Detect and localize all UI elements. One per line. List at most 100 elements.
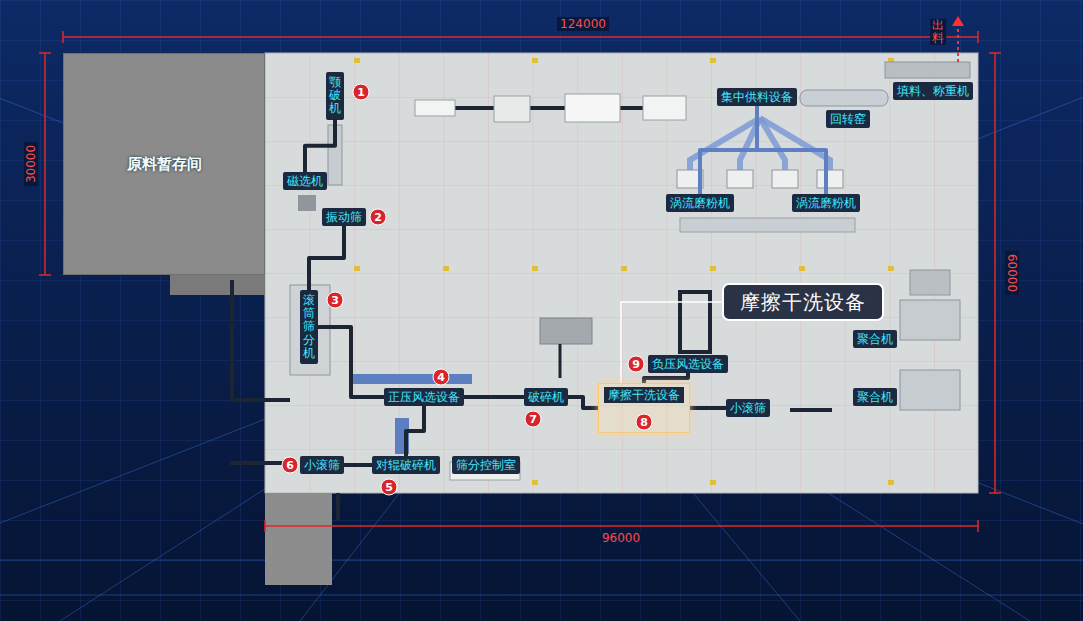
label-text: 聚合机 xyxy=(857,390,893,404)
equipment-label: 涡流磨粉机 xyxy=(792,194,860,212)
equipment-label: 破碎机 xyxy=(524,388,568,406)
column-marker xyxy=(532,58,538,63)
label-text: 涡流磨粉机 xyxy=(796,196,856,210)
label-text: 小滚筛 xyxy=(730,401,766,415)
plant-floor xyxy=(336,493,340,520)
callout-number: 5 xyxy=(381,479,398,496)
callout-number: 3 xyxy=(327,292,344,309)
equipment-model xyxy=(298,195,316,211)
label-text: 颚破机 xyxy=(329,76,341,116)
label-text: 摩擦干洗设备 xyxy=(604,387,684,403)
blueprint-ground xyxy=(0,560,1083,561)
label-text: 对辊破碎机 xyxy=(376,458,436,472)
equipment-label: 填料、称重机 xyxy=(893,82,973,100)
equipment-label: 磁选机 xyxy=(283,172,327,190)
conveyor-line xyxy=(305,120,335,172)
equipment-label: 振动筛 xyxy=(322,208,366,226)
column-marker xyxy=(710,58,716,63)
column-marker xyxy=(354,266,360,271)
equipment-model xyxy=(690,118,830,172)
blueprint-ground xyxy=(0,595,1083,596)
equipment-model xyxy=(800,90,888,106)
callout-number: 7 xyxy=(525,411,542,428)
output-arrow xyxy=(952,16,964,26)
equipment-model xyxy=(680,218,855,232)
equipment-label: 负压风选设备 xyxy=(648,355,728,373)
column-marker xyxy=(888,266,894,271)
label-text: 筛分控制室 xyxy=(456,458,516,472)
equipment-model xyxy=(540,318,592,344)
label-text: 回转窑 xyxy=(830,112,866,126)
output-arrow xyxy=(957,24,959,62)
equipment-label: 聚合机 xyxy=(853,330,897,348)
callout-number: 9 xyxy=(628,356,645,373)
callout-number: 8 xyxy=(636,414,653,431)
equipment-label: 涡流磨粉机 xyxy=(666,194,734,212)
equipment-label: 回转窑 xyxy=(826,110,870,128)
equipment-model xyxy=(352,374,472,384)
equipment-model xyxy=(643,96,686,120)
dimension-line xyxy=(63,31,978,43)
column-marker xyxy=(532,480,538,485)
feed-duct xyxy=(700,106,757,194)
label-text: 涡流磨粉机 xyxy=(670,196,730,210)
dimension-label: 30000 xyxy=(24,142,38,186)
equipment-model xyxy=(415,100,455,116)
equipment-model xyxy=(727,170,753,188)
label-text: 小滚筛 xyxy=(304,458,340,472)
dimension-line xyxy=(39,31,1001,532)
label-text: 集中供料设备 xyxy=(721,90,793,104)
plant-floor xyxy=(170,53,978,585)
column-marker xyxy=(621,266,627,271)
dimension-label: 96000 xyxy=(599,531,643,545)
equipment-label: 聚合机 xyxy=(853,388,897,406)
dimension-label: 124000 xyxy=(557,17,609,31)
callout-number: 6 xyxy=(282,457,299,474)
conveyor-line xyxy=(406,406,424,456)
equipment-model xyxy=(772,170,798,188)
equipment-label: 筛分控制室 xyxy=(452,456,520,474)
equipment-label: 颚破机 xyxy=(326,72,344,120)
label-text: 负压风选设备 xyxy=(652,357,724,371)
label-text: 填料、称重机 xyxy=(897,84,969,98)
equipment-model xyxy=(760,118,830,172)
conveyor-line xyxy=(309,226,344,290)
equipment-model xyxy=(494,96,530,122)
callout-number: 4 xyxy=(433,369,450,386)
label-text: 破碎机 xyxy=(528,390,564,404)
column-marker xyxy=(710,480,716,485)
equipment-label: 集中供料设备 xyxy=(717,88,797,106)
column-marker xyxy=(354,58,894,485)
plant-floor xyxy=(232,280,290,400)
plant-floor xyxy=(230,461,283,465)
plant-floor xyxy=(265,53,978,493)
dimension-label: 60000 xyxy=(1005,251,1019,295)
equipment-model xyxy=(900,370,960,410)
column-marker xyxy=(799,266,805,271)
equipment-model xyxy=(559,344,562,378)
plant-floor xyxy=(170,275,265,295)
column-marker xyxy=(710,266,716,271)
column-marker xyxy=(354,58,360,63)
callout-number: 2 xyxy=(370,209,387,226)
equipment-model xyxy=(290,62,970,480)
equipment-model xyxy=(885,62,970,78)
storage-room: 原料暂存间 xyxy=(63,53,265,275)
feed-duct xyxy=(757,106,826,194)
label-text: 聚合机 xyxy=(857,332,893,346)
equipment-model xyxy=(900,300,960,340)
conveyor-line xyxy=(690,406,726,410)
plant-floor xyxy=(265,493,332,585)
conveyor-line xyxy=(644,373,688,383)
plant-floor xyxy=(265,53,978,493)
column-marker xyxy=(888,480,894,485)
conveyor-line xyxy=(344,463,372,467)
plant-floor xyxy=(790,408,832,412)
equipment-label: 小滚筛 xyxy=(300,456,344,474)
dimension-line xyxy=(989,53,1001,493)
column-marker xyxy=(532,266,538,271)
